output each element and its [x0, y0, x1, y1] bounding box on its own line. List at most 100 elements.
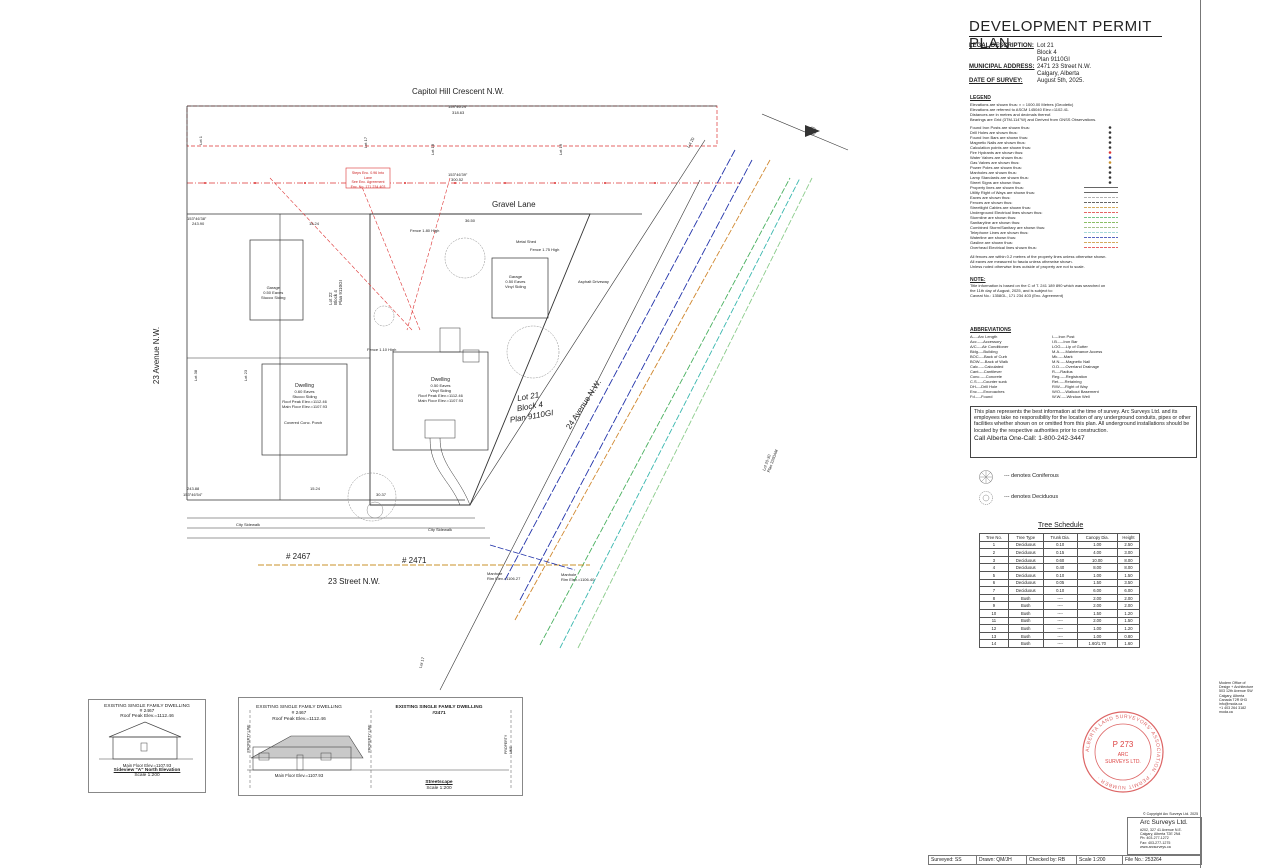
- deciduous-key: --- denotes Deciduous: [1004, 494, 1059, 500]
- legend-item: Found Iron Bars are shown thus:: [970, 135, 1029, 140]
- table-cell: 2.00: [1116, 593, 1141, 603]
- client-line: +1 403 264 3182: [1219, 706, 1247, 711]
- note-line: Caveat No.: 1358GL, 171 234 403 (Enc. Ag…: [970, 293, 1064, 298]
- legend-symbol: [1108, 141, 1112, 144]
- abbreviation: Ret.----Retaining: [1052, 379, 1082, 384]
- legend-item: Magnetic Nails are shown thus:: [970, 140, 1026, 145]
- legend-symbol: [1108, 151, 1112, 154]
- abbreviation: I----Iron Post: [1052, 334, 1075, 339]
- sideview-elevation-panel: EXISTING SINGLE FAMILY DWELLING # 2467 R…: [88, 699, 206, 793]
- label-line: Roof Peak Elev.=1112.46: [282, 399, 327, 404]
- table-cell: Bush: [1007, 608, 1044, 618]
- lot-line: Plan 9110GI: [337, 280, 343, 305]
- encroachment-note: Steps Enc. 0.96 Into Lane See Enc. Agree…: [348, 171, 388, 189]
- abbreviation: Mk.----Mark: [1052, 354, 1073, 359]
- driveway-label: Asphalt Driveway: [578, 279, 609, 284]
- abbreviation: W.W.----Window Well: [1052, 394, 1090, 399]
- legend-note: Elevations are referred to ASCM 145040 E…: [970, 107, 1070, 112]
- copyright: © Copyright Arc Surveys Ltd. 2025: [1143, 812, 1199, 816]
- lot-label: Lot 19: [558, 143, 564, 156]
- bearing-south: 153°46'54": [183, 492, 203, 497]
- legend-item: Eaves are shown thus:: [970, 195, 1011, 200]
- table-cell: 9: [979, 601, 1009, 610]
- bearing-north: 153°46'24": [448, 104, 468, 109]
- lot-22-label: Lot 22 Block 4 Plan 9110GI: [328, 280, 343, 305]
- coniferous-key: --- denotes Coniferous: [1004, 473, 1059, 479]
- title-block-field: Surveyed: SS: [929, 856, 977, 864]
- disclaimer-box: This plan represents the best informatio…: [970, 406, 1197, 458]
- legend-item: Fire Hydrants are shown thus:: [970, 150, 1024, 155]
- table-cell: 1.50: [1116, 616, 1141, 626]
- table-cell: 1.60: [1116, 639, 1141, 648]
- legal-line: Plan 9110GI: [1037, 57, 1070, 63]
- fence-label: Fence 1.10 High: [367, 347, 397, 352]
- note-line: See Enc. Agreement: [351, 180, 385, 184]
- table-cell: Deciduous: [1007, 555, 1044, 565]
- table-cell: Bush: [1007, 601, 1044, 610]
- note-heading: NOTE:: [970, 277, 986, 283]
- table-cell: 11: [979, 616, 1009, 626]
- address-line: Calgary, Alberta: [1037, 71, 1080, 77]
- note-line: Steps Enc. 0.96 Into Lane: [351, 171, 385, 180]
- table-cell: 1.00: [1076, 631, 1118, 641]
- lot-label: Lot 1: [197, 136, 203, 145]
- label-line: Garage: [508, 274, 523, 279]
- legend-item: Found Iron Posts are shown thus:: [970, 125, 1030, 130]
- lot-21-outline: [369, 213, 591, 506]
- firm-address: #202, 327 41 Avenue N.E.Calgary, Alberta…: [1140, 828, 1182, 849]
- dwelling-a-label: Dwelling 0.50 Eaves Vinyl Siding Roof Pe…: [418, 378, 463, 404]
- garage-b: [249, 239, 304, 321]
- streetscape-panel: EXISTING SINGLE FAMILY DWELLING # 2467 R…: [238, 697, 523, 796]
- title-block-field: Checked by: RB: [1027, 856, 1077, 864]
- manhole-label: Manhole: [487, 571, 503, 576]
- firm-line: Fax: 403-277-1275: [1140, 840, 1171, 845]
- legend-footer-line: Unless noted otherwise lines outside of …: [970, 264, 1085, 269]
- property-line-label: PROPERTY LINE: [367, 724, 372, 753]
- elevation-main-floor: Main Floor Elev.=1107.93: [122, 763, 172, 768]
- table-cell: 1.00: [1076, 540, 1118, 550]
- table-cell: Bush: [1007, 616, 1044, 626]
- table-cell: 7: [979, 586, 1009, 595]
- trees: [347, 237, 560, 522]
- table-cell: ----: [1042, 639, 1078, 648]
- legend-note: Bearings are Grid (3TM-114°W) and Derive…: [970, 117, 1097, 122]
- property-line-label: PROPERTY LINE: [504, 734, 513, 754]
- abbreviation: M.A.----Maintenance Access: [1052, 349, 1103, 354]
- distance-west-lot: 243.90: [192, 221, 205, 226]
- table-cell: 1.50: [1116, 570, 1141, 580]
- abbreviation: W/O----Walkout Basement: [1052, 389, 1099, 394]
- table-cell: 13: [979, 631, 1009, 641]
- garage-a-label: Garage 0.50 Eaves Vinyl Siding: [505, 274, 526, 289]
- table-cell: Bush: [1007, 593, 1044, 603]
- lot-label: Lot 38: [193, 369, 199, 382]
- table-cell: Deciduous: [1007, 570, 1044, 580]
- utility-cyan: [559, 177, 801, 649]
- label-line: 0.60 Eaves: [294, 389, 315, 394]
- distance-lane: 300.52: [451, 177, 464, 182]
- legend-item: Utility Right of Ways are shown thus:: [970, 190, 1035, 195]
- table-cell: 1.50: [1076, 608, 1118, 618]
- table-cell: 6.00: [1076, 586, 1118, 595]
- abbreviation: Fd.----Found: [970, 394, 993, 399]
- surveyor-seal: ALBERTA LAND SURVEYORS' ASSOCIATION · PE…: [1082, 711, 1164, 793]
- client-line: 503 12th Avenue SW: [1219, 689, 1253, 694]
- manhole-label: Manhole: [561, 572, 577, 577]
- lot-label: Lot 23: [243, 369, 249, 382]
- abbreviation: R----Radius: [1052, 369, 1073, 374]
- streetscape-left-address: # 2467: [291, 711, 307, 716]
- bearing-lane: 153°46'39": [448, 172, 468, 177]
- lot-label: Lot 18: [430, 143, 436, 156]
- distance-3037: 30.37: [376, 492, 387, 497]
- tree-schedule-column-header: Tree Type: [1007, 533, 1044, 542]
- legend-symbol: [1108, 126, 1112, 129]
- fence-label: Fence 1.80 High: [410, 228, 440, 233]
- legend-item: Combined Storm/Sanitary are shown thus:: [970, 225, 1046, 230]
- avenue-edge: [469, 139, 706, 506]
- table-cell: 1.20: [1116, 624, 1141, 633]
